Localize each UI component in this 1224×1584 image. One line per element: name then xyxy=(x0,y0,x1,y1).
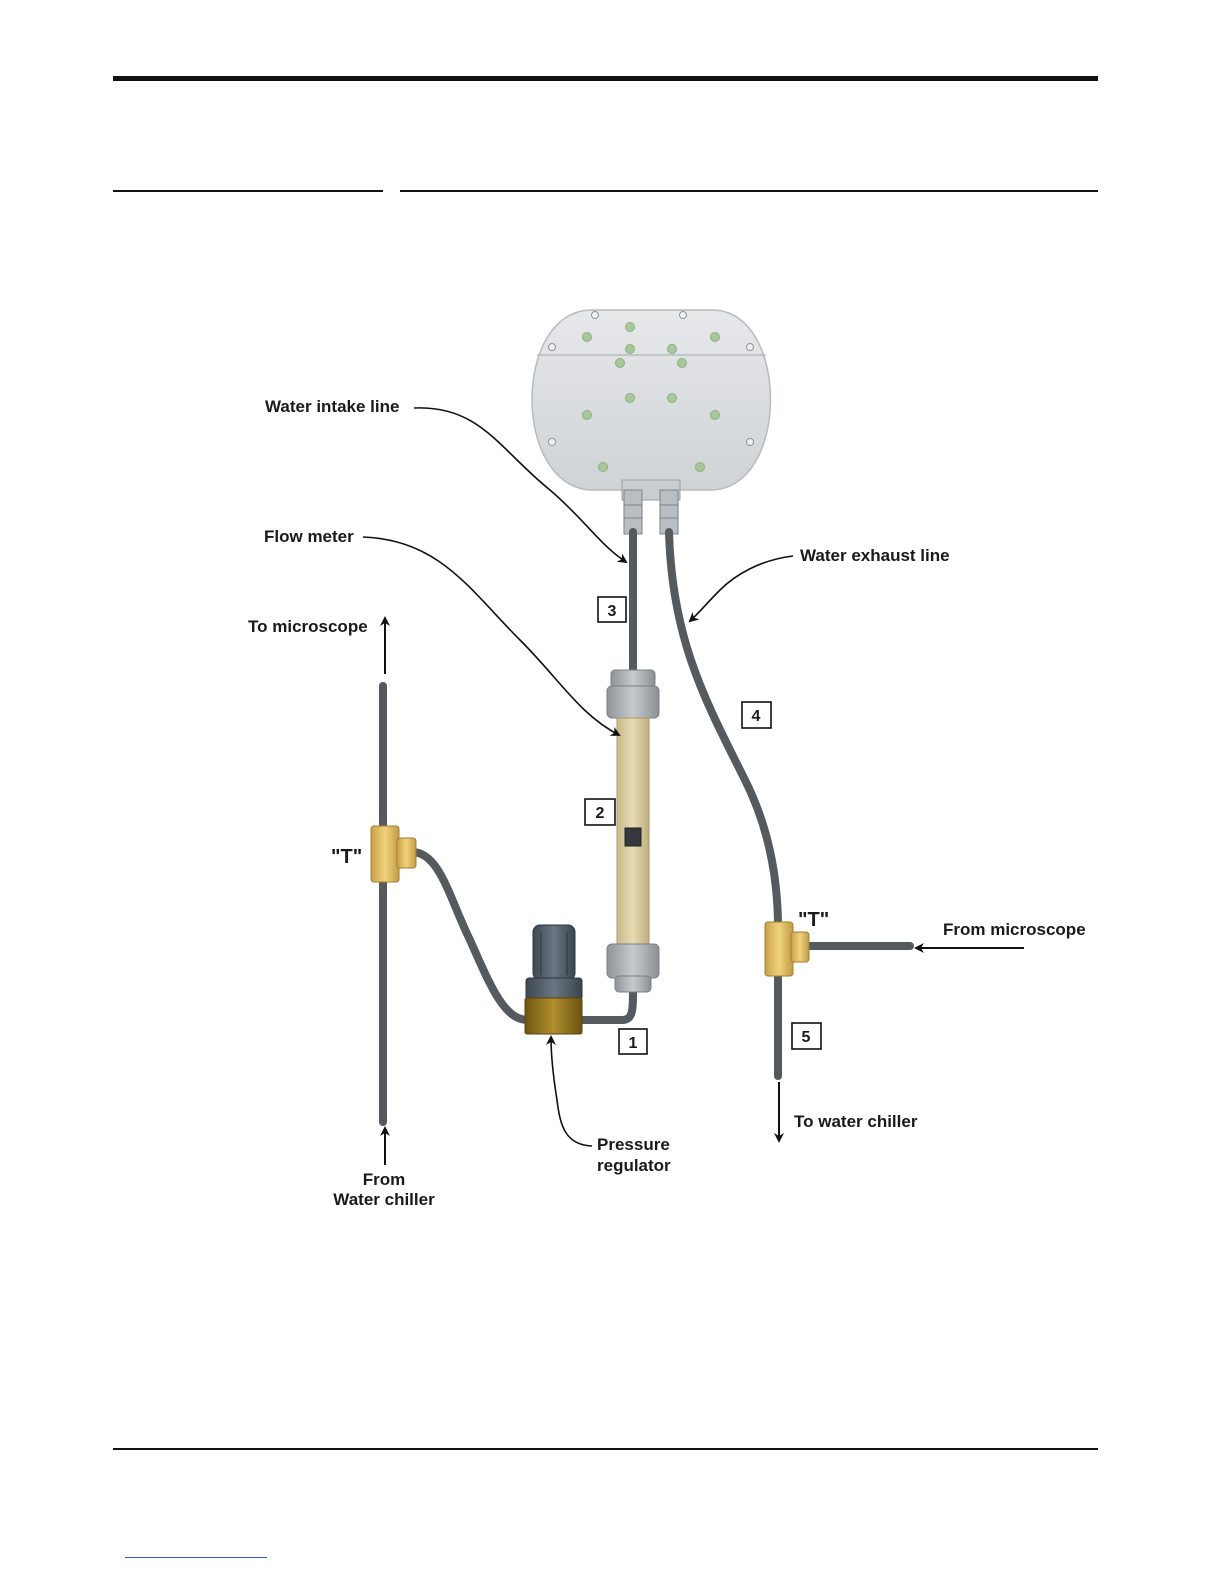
leader-water-exhaust xyxy=(690,556,793,621)
pressure-regulator xyxy=(525,925,582,1034)
intake-fitting xyxy=(624,490,642,534)
label-tee-right: "T" xyxy=(798,909,829,931)
callout-4: 4 xyxy=(742,702,771,728)
exhaust-fitting xyxy=(660,490,678,534)
svg-text:2: 2 xyxy=(596,805,605,822)
svg-text:4: 4 xyxy=(752,708,761,725)
label-from-microscope: From microscope xyxy=(943,920,1086,939)
label-water-intake-line: Water intake line xyxy=(265,397,399,416)
label-water-exhaust-line: Water exhaust line xyxy=(800,546,950,565)
svg-text:3: 3 xyxy=(608,603,617,620)
label-pressure-regulator-line1: Pressure xyxy=(597,1135,670,1154)
callout-2: 2 xyxy=(585,799,615,825)
callout-3: 3 xyxy=(598,597,626,622)
tube-segment-1 xyxy=(580,990,633,1020)
svg-text:1: 1 xyxy=(629,1035,638,1052)
tee-fitting-left xyxy=(371,826,416,882)
label-flow-meter: Flow meter xyxy=(264,527,354,546)
callout-5: 5 xyxy=(792,1023,821,1049)
label-to-microscope: To microscope xyxy=(248,617,368,636)
cooling-unit-housing xyxy=(532,310,771,500)
svg-text:5: 5 xyxy=(802,1029,811,1046)
flow-meter xyxy=(607,670,659,992)
callout-1: 1 xyxy=(619,1029,647,1054)
leader-pressure-regulator xyxy=(551,1037,592,1146)
label-tee-left: "T" xyxy=(331,846,362,868)
label-from-water-chiller-line1: From xyxy=(363,1170,406,1189)
leader-flow-meter xyxy=(363,537,619,735)
label-to-water-chiller: To water chiller xyxy=(794,1112,918,1131)
tube-tee-to-regulator xyxy=(412,852,528,1020)
label-pressure-regulator-line2: regulator xyxy=(597,1156,671,1175)
label-from-water-chiller-line2: Water chiller xyxy=(333,1190,435,1209)
tube-segment-4 xyxy=(669,532,778,928)
